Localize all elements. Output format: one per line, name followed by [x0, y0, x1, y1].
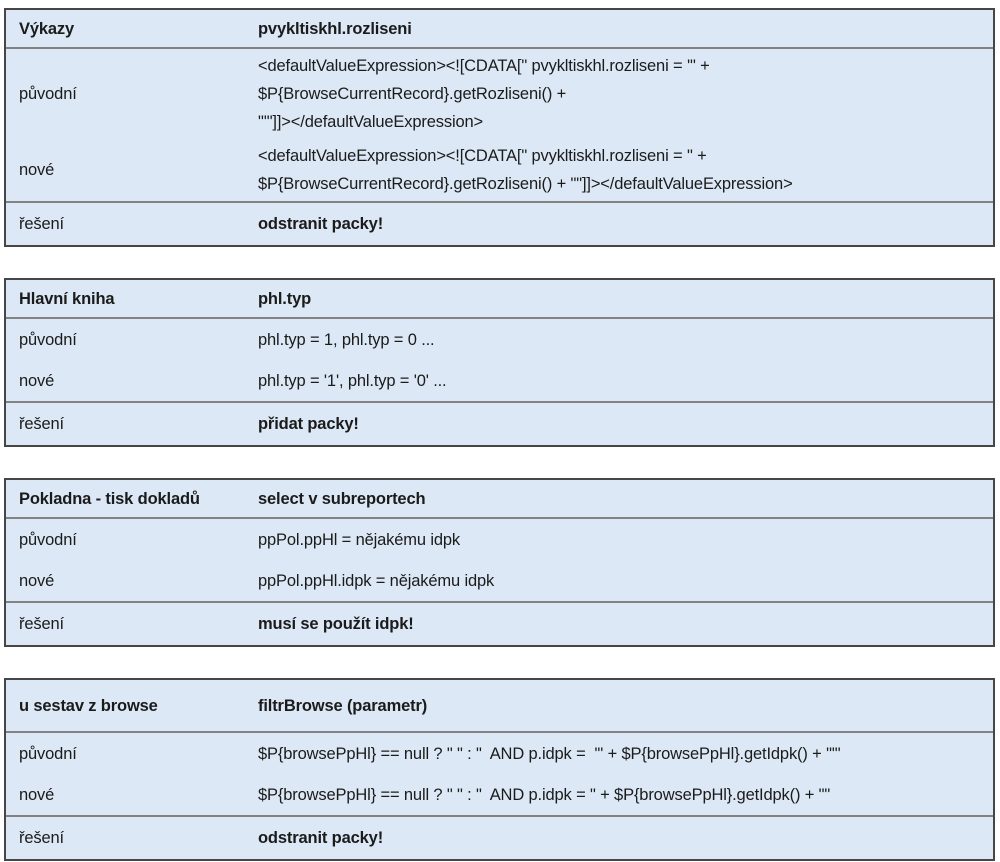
- row-label-nove: nové: [19, 571, 55, 590]
- row-label-reseni: řešení: [19, 829, 64, 847]
- table-subject: phl.typ: [258, 289, 312, 308]
- table-title: u sestav z browse: [19, 696, 158, 715]
- value-reseni: odstranit packy!: [258, 829, 384, 847]
- row-label-puvodni: původní: [19, 330, 77, 349]
- value-reseni: musí se použít idpk!: [258, 615, 414, 633]
- value-reseni: přidat packy!: [258, 415, 359, 433]
- row-reseni: řešení odstranit packy!: [6, 815, 993, 859]
- row-nove: nové phl.typ = '1', phl.typ = '0' ...: [6, 360, 993, 401]
- row-nove: nové ppPol.ppHl.idpk = nějakému idpk: [6, 560, 993, 601]
- table-subject: filtrBrowse (parametr): [258, 696, 428, 715]
- row-reseni: řešení odstranit packy!: [6, 201, 993, 245]
- row-label-nove: nové: [19, 785, 55, 804]
- row-label-puvodni: původní: [19, 85, 77, 103]
- row-label-puvodni: původní: [19, 744, 77, 763]
- value-nove: $P{browsePpHl} == null ? " " : " AND p.i…: [258, 785, 831, 804]
- row-puvodni: původní <defaultValueExpression><![CDATA…: [6, 49, 993, 139]
- row-label-reseni: řešení: [19, 215, 64, 233]
- table-pokladna-tisk-dokladu: Pokladna - tisk dokladů select v subrepo…: [4, 478, 995, 647]
- row-reseni: řešení musí se použít idpk!: [6, 601, 993, 645]
- table-header-row: Výkazy pvykltiskhl.rozliseni: [6, 10, 993, 49]
- row-label-puvodni: původní: [19, 530, 77, 549]
- row-label-nove: nové: [19, 161, 55, 179]
- row-label-reseni: řešení: [19, 415, 64, 433]
- value-puvodni: phl.typ = 1, phl.typ = 0 ...: [258, 330, 435, 349]
- value-puvodni: <defaultValueExpression><![CDATA[" pvykl…: [258, 57, 710, 131]
- value-puvodni: $P{browsePpHl} == null ? " " : " AND p.i…: [258, 744, 841, 763]
- table-u-sestav-z-browse: u sestav z browse filtrBrowse (parametr)…: [4, 678, 995, 861]
- row-label-reseni: řešení: [19, 615, 64, 633]
- table-hlavni-kniha: Hlavní kniha phl.typ původní phl.typ = 1…: [4, 278, 995, 447]
- value-puvodni: ppPol.ppHl = nějakému idpk: [258, 530, 461, 549]
- row-puvodni: původní phl.typ = 1, phl.typ = 0 ...: [6, 319, 993, 360]
- table-header-row: Pokladna - tisk dokladů select v subrepo…: [6, 480, 993, 519]
- table-subject: pvykltiskhl.rozliseni: [258, 19, 412, 38]
- row-nove: nové <defaultValueExpression><![CDATA[" …: [6, 139, 993, 201]
- table-header-row: Hlavní kniha phl.typ: [6, 280, 993, 319]
- table-title: Výkazy: [19, 19, 75, 38]
- table-subject: select v subreportech: [258, 489, 426, 508]
- value-nove: phl.typ = '1', phl.typ = '0' ...: [258, 371, 447, 390]
- row-label-nove: nové: [19, 371, 55, 390]
- row-puvodni: původní ppPol.ppHl = nějakému idpk: [6, 519, 993, 560]
- table-header-row: u sestav z browse filtrBrowse (parametr): [6, 680, 993, 733]
- value-nove: ppPol.ppHl.idpk = nějakému idpk: [258, 571, 495, 590]
- value-reseni: odstranit packy!: [258, 215, 384, 233]
- row-puvodni: původní $P{browsePpHl} == null ? " " : "…: [6, 733, 993, 774]
- row-nove: nové $P{browsePpHl} == null ? " " : " AN…: [6, 774, 993, 815]
- table-title: Pokladna - tisk dokladů: [19, 489, 200, 508]
- table-title: Hlavní kniha: [19, 289, 115, 308]
- table-vykazy: Výkazy pvykltiskhl.rozliseni původní <de…: [4, 8, 995, 247]
- row-reseni: řešení přidat packy!: [6, 401, 993, 445]
- value-nove: <defaultValueExpression><![CDATA[" pvykl…: [258, 147, 793, 193]
